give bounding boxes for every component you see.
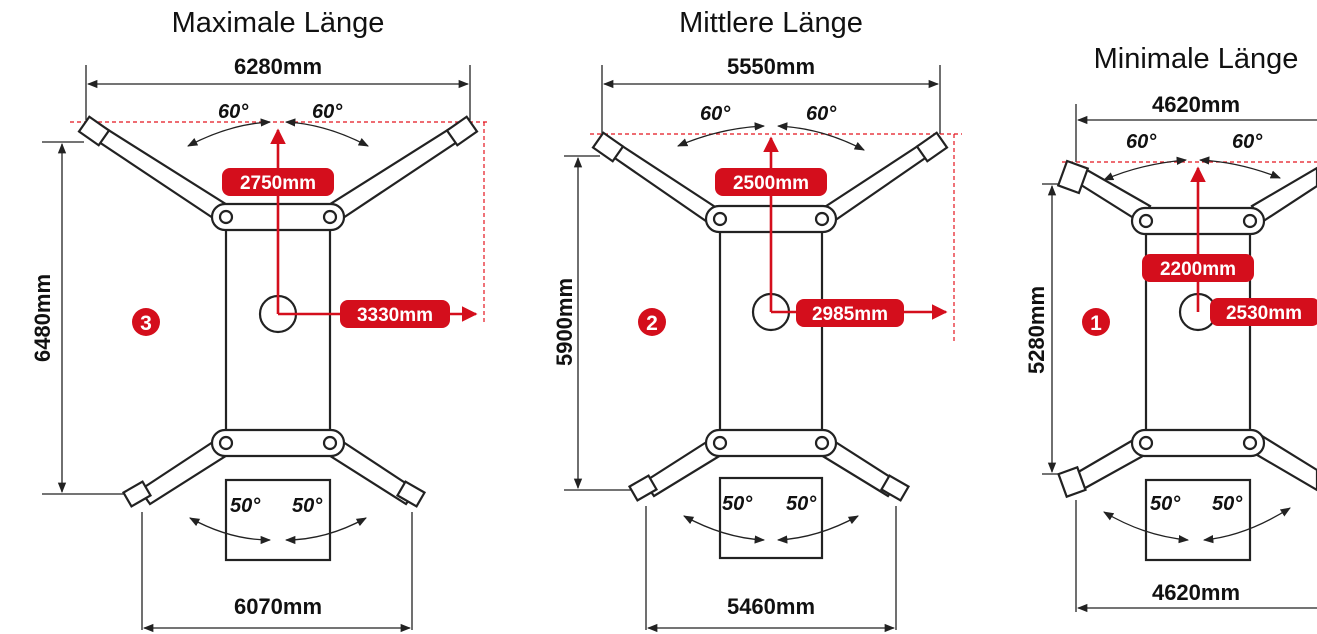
upper-arms xyxy=(1056,159,1317,224)
svg-text:2500mm: 2500mm xyxy=(733,173,809,194)
vertical-reach-pill: 2500mm xyxy=(715,168,827,196)
top-width-label: 5550mm xyxy=(727,54,815,79)
svg-text:3: 3 xyxy=(140,312,152,335)
upper-arms xyxy=(591,131,949,230)
svg-text:2985mm: 2985mm xyxy=(812,304,888,325)
top-angle-right: 60° xyxy=(806,103,837,125)
svg-text:2530mm: 2530mm xyxy=(1226,303,1302,324)
top-width-label: 4620mm xyxy=(1152,92,1240,117)
bottom-angle-right: 50° xyxy=(1212,493,1243,515)
panel-mittlere-laenge: Mittlere Länge 5550mm 60° 60° 5900mm xyxy=(552,7,962,633)
vertical-reach-pill: 2200mm xyxy=(1142,254,1254,282)
bottom-width-dimension: 6070mm xyxy=(141,512,413,633)
panel-title: Maximale Länge xyxy=(172,7,385,39)
top-angle-left: 60° xyxy=(1126,131,1157,153)
bottom-width-label: 6070mm xyxy=(234,594,322,619)
height-label: 5900mm xyxy=(552,278,577,366)
bottom-width-dimension: 4620mm xyxy=(1075,500,1317,613)
top-angle-right: 60° xyxy=(1232,131,1263,153)
top-width-dimension: 5550mm xyxy=(601,54,941,134)
panel-minimale-laenge: Minimale Länge 4620mm 60° 60° 5280mm xyxy=(1024,43,1317,613)
top-angle-left: 60° xyxy=(700,103,731,125)
bottom-width-label: 4620mm xyxy=(1152,580,1240,605)
panel-title: Mittlere Länge xyxy=(679,7,863,39)
top-width-label: 6280mm xyxy=(234,54,322,79)
top-angle-left: 60° xyxy=(218,101,249,123)
panel-title: Minimale Länge xyxy=(1094,43,1299,75)
horizontal-reach-pill: 2530mm xyxy=(1210,298,1317,326)
horizontal-reach-pill: 2985mm xyxy=(796,299,904,327)
top-angle-right: 60° xyxy=(312,101,343,123)
bottom-width-label: 5460mm xyxy=(727,594,815,619)
height-label: 6480mm xyxy=(30,274,55,362)
svg-text:2: 2 xyxy=(646,312,658,335)
bottom-angle-right: 50° xyxy=(292,495,323,517)
svg-text:3330mm: 3330mm xyxy=(357,305,433,326)
bottom-angle-left: 50° xyxy=(722,493,753,515)
height-label: 5280mm xyxy=(1024,286,1049,374)
size-badge: 3 xyxy=(132,308,160,336)
bottom-angle-left: 50° xyxy=(230,495,261,517)
svg-text:2750mm: 2750mm xyxy=(240,173,316,194)
bottom-angle-left: 50° xyxy=(1150,493,1181,515)
height-dimension: 5900mm xyxy=(552,155,636,491)
bottom-angle-right: 50° xyxy=(786,493,817,515)
panel-maximale-laenge: Maximale Länge 6280mm 60° 60° 6480mm xyxy=(30,7,490,633)
horizontal-reach-pill: 3330mm xyxy=(340,300,450,328)
bottom-width-dimension: 5460mm xyxy=(645,506,897,633)
size-badge: 2 xyxy=(638,308,666,336)
size-badge: 1 xyxy=(1082,308,1110,336)
top-width-dimension: 4620mm xyxy=(1075,92,1317,162)
height-dimension: 6480mm xyxy=(30,141,136,495)
height-dimension: 5280mm xyxy=(1024,183,1070,475)
vertical-reach-pill: 2750mm xyxy=(222,168,334,196)
svg-text:2200mm: 2200mm xyxy=(1160,259,1236,280)
svg-text:1: 1 xyxy=(1090,312,1102,335)
top-width-dimension: 6280mm xyxy=(85,54,471,120)
